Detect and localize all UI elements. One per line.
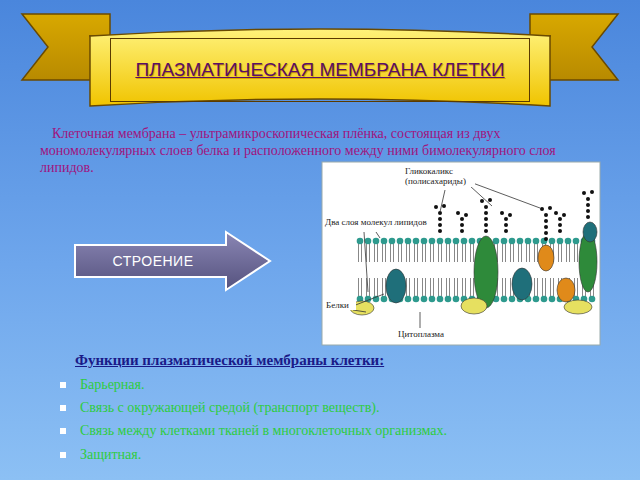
membrane-drawing [350,190,597,315]
leader-lines [353,182,540,328]
function-item: Барьерная. [80,377,620,393]
arrow-shape: СТРОЕНИЕ [74,230,272,292]
membrane-panel [322,162,600,345]
part-label: Белки [326,300,356,310]
part-label: Цитоплазма [398,329,458,339]
bullet-markers [60,382,66,458]
banner-title-box: ПЛАЗМАТИЧЕСКАЯ МЕМБРАНА КЛЕТКИ [110,38,530,102]
function-item: Защитная. [80,447,620,463]
function-item: Связь между клетками тканей в многоклето… [80,423,620,439]
function-item: Связь с окружающей средой (транспорт вещ… [80,400,620,416]
part-label: Два слоя молекул липидов [325,217,435,227]
part-label: Гликокаликс (полисахариды) [405,166,475,187]
arrow-label: СТРОЕНИЕ [113,253,194,269]
banner-ribbon [22,14,618,106]
definition-text: Клеточная мембрана – ультрамикроскопичес… [40,126,606,176]
functions-heading: Функции плазматической мембраны клетки: [75,352,575,369]
slide-title: ПЛАЗМАТИЧЕСКАЯ МЕМБРАНА КЛЕТКИ [135,59,504,81]
